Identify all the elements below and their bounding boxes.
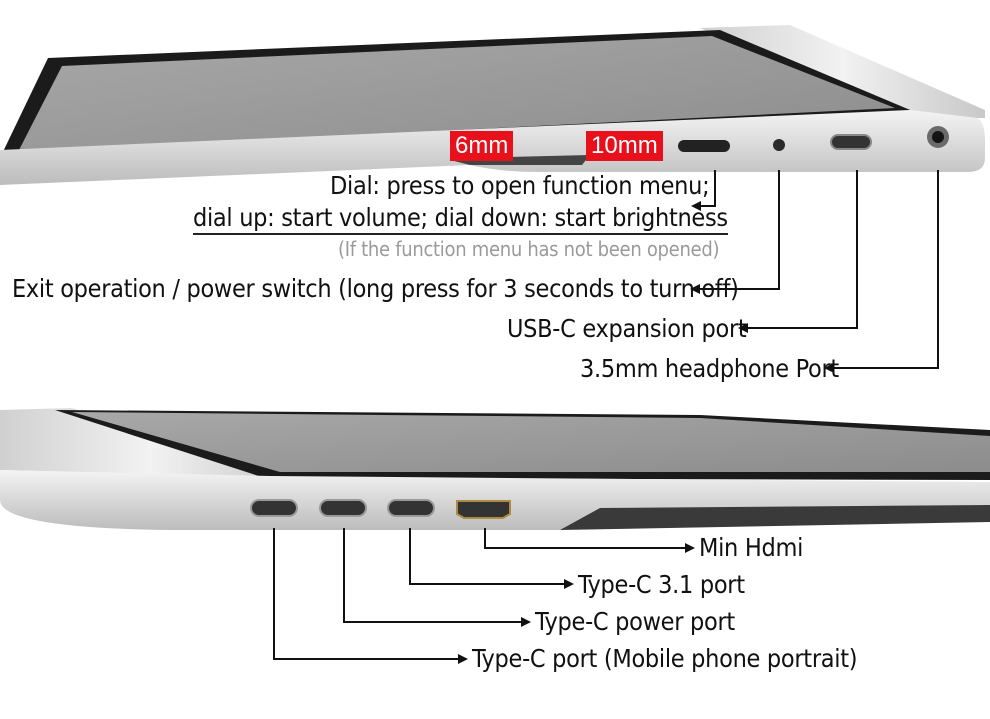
bottom-leader-lines [273,528,695,664]
dial-icon[interactable] [678,140,730,152]
top-monitor [0,25,985,185]
typec-portrait-port-icon [250,499,298,517]
top-screen [18,36,895,152]
bottom-screen [72,412,990,472]
headphone-jack-icon [932,131,944,143]
usbc-expansion-port-icon [830,134,872,150]
top-thin-section [450,155,590,165]
dial-callout-line2: dial up: start volume; dial down: start … [193,203,728,235]
typec-power-leader [343,528,531,627]
exit-leader [690,170,780,294]
top-frame-corner [700,25,985,118]
mini-hdmi-port-icon [456,500,511,519]
typec-portrait-leader [273,528,468,664]
thickness-tag-10mm: 10mm [586,131,663,161]
power-button-icon[interactable] [773,139,785,151]
dial-callout-note: (If the function menu has not been opene… [338,237,720,261]
dial-callout-line1: Dial: press to open function menu; [330,171,710,200]
typec-portrait-callout: Type-C port (Mobile phone portrait) [472,644,858,673]
min-hdmi-leader [484,528,695,553]
typec-power-callout: Type-C power port [535,607,735,636]
dial-leader [691,170,716,211]
usbc-expansion-leader [738,170,858,333]
usbc-expansion-callout: USB-C expansion port [507,314,747,343]
typec-31-port-icon [387,499,435,517]
bottom-monitor [0,408,990,530]
typec-31-callout: Type-C 3.1 port [578,570,745,599]
top-leader-lines [690,170,939,373]
headphone-leader [824,170,939,373]
thickness-tag-6mm: 6mm [450,131,514,161]
min-hdmi-callout: Min Hdmi [699,533,804,562]
typec-power-port-icon [319,499,367,517]
headphone-callout: 3.5mm headphone Port [580,354,839,383]
typec-31-leader [409,528,574,589]
exit-callout: Exit operation / power switch (long pres… [12,274,739,303]
bottom-thin-section [560,505,990,530]
